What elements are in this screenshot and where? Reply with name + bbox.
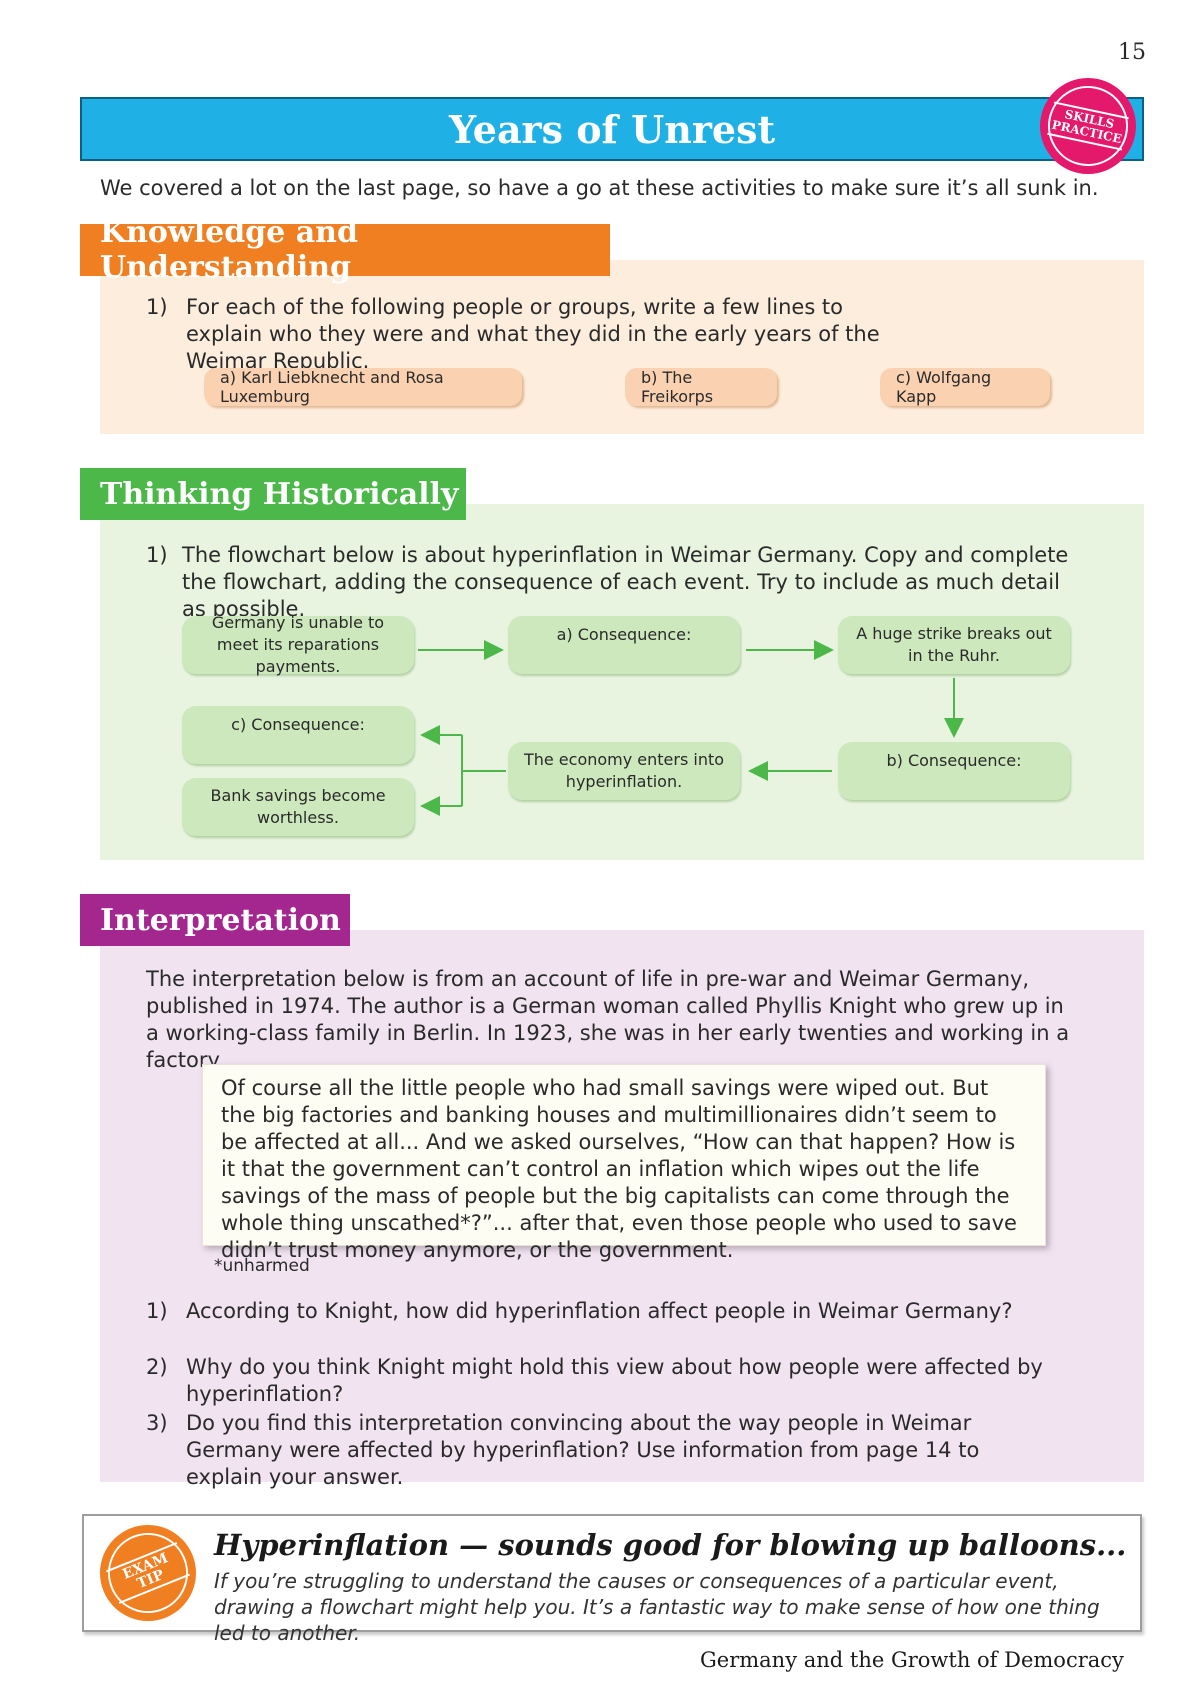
flow-box-consequence-b: b) Consequence: [838,742,1070,800]
question-text: Why do you think Knight might hold this … [186,1355,1043,1406]
exam-tip-label: EXAM TIP [106,1542,190,1604]
flow-box-consequence-a: a) Consequence: [508,616,740,674]
flowchart-arrows [418,640,964,816]
question-number: 2) [146,1355,168,1379]
question-text: According to Knight, how did hyperinflat… [186,1299,1013,1323]
interp-question-2: 2) Why do you think Knight might hold th… [146,1354,1126,1408]
question-text: The flowchart below is about hyperinflat… [182,543,1069,621]
flow-box-ruhr-strike: A huge strike breaks out in the Ruhr. [838,616,1070,674]
exam-tip-box [82,1514,1142,1632]
knight-quote: Of course all the little people who had … [202,1064,1046,1262]
question-number: 1) [146,295,168,319]
interpretation-intro: The interpretation below is from an acco… [146,967,1070,1072]
flow-box-bank-savings: Bank savings become worthless. [182,778,414,836]
option-liebknecht-luxemburg: a) Karl Liebknecht and Rosa Luxemburg [204,368,522,406]
interpretation-heading: Interpretation [80,894,350,946]
thinking-heading: Thinking Historically [80,468,466,520]
page-title: Years of Unrest [448,106,776,152]
option-freikorps: b) The Freikorps [625,368,777,406]
question-number: 3) [146,1411,168,1435]
page-title-bar: Years of Unrest [80,97,1144,161]
exam-tip-text: If you’re struggling to understand the c… [214,1569,1100,1645]
exam-tip-badge: EXAM TIP [95,1520,201,1626]
thinking-question: 1) The flowchart below is about hyperinf… [146,542,1086,623]
flow-box-reparations: Germany is unable to meet its reparation… [182,613,414,676]
exam-tip-title: Hyperinflation — sounds good for blowing… [214,1528,1127,1562]
footer-book-title: Germany and the Growth of Democracy [700,1648,1124,1672]
question-number: 1) [146,543,168,567]
flow-box-consequence-c: c) Consequence: [182,706,414,764]
interp-question-3: 3) Do you find this interpretation convi… [146,1410,1046,1491]
question-number: 1) [146,1299,168,1323]
flow-box-hyperinflation: The economy enters into hyperinflation. [508,742,740,800]
question-text: Do you find this interpretation convinci… [186,1411,980,1489]
page-number: 15 [1118,40,1146,65]
footnote: *unharmed [214,1256,310,1276]
interp-question-1: 1) According to Knight, how did hyperinf… [146,1298,1126,1325]
skills-practice-badge: SKILLS PRACTICE [1040,78,1136,174]
option-kapp: c) Wolfgang Kapp [880,368,1050,406]
intro-text: We covered a lot on the last page, so ha… [100,176,1099,200]
